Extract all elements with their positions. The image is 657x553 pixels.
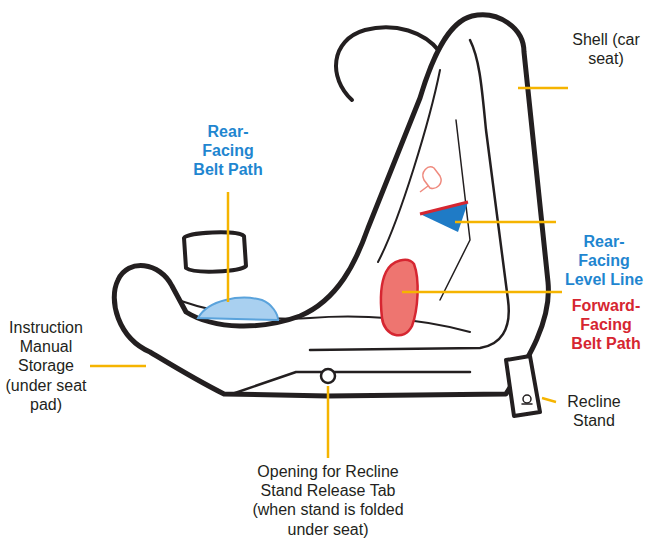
part-label: Recline Stand	[561, 392, 627, 430]
leader-line	[518, 87, 568, 90]
harness-icon	[420, 167, 441, 192]
stand-icon	[523, 395, 531, 403]
leader-line	[542, 398, 556, 402]
leader-line	[227, 192, 230, 302]
part-label: Rear- Facing Level Line	[558, 232, 650, 290]
shell-outline	[114, 15, 548, 396]
part-label: Rear- Facing Belt Path	[186, 122, 270, 180]
part-label: Forward- Facing Belt Path	[564, 296, 648, 354]
leader-line	[455, 221, 556, 224]
leader-line	[327, 386, 330, 458]
forward-belt-path	[381, 260, 418, 335]
recline-stand	[506, 356, 540, 416]
part-label: Instruction Manual Storage (under seat p…	[3, 318, 89, 414]
part-label: Opening for Recline Stand Release Tab (w…	[249, 462, 407, 539]
stand-icon	[522, 403, 532, 405]
level-line-mark	[420, 202, 468, 232]
part-label: Shell (car seat)	[568, 30, 644, 68]
armrest	[184, 232, 246, 271]
leader-line	[90, 365, 146, 368]
base-contour	[232, 372, 470, 394]
leader-line	[402, 291, 562, 294]
release-opening	[321, 369, 335, 383]
rear-belt-path	[198, 298, 278, 320]
level-line-edge	[420, 202, 468, 214]
seat-back-edge	[310, 40, 509, 350]
